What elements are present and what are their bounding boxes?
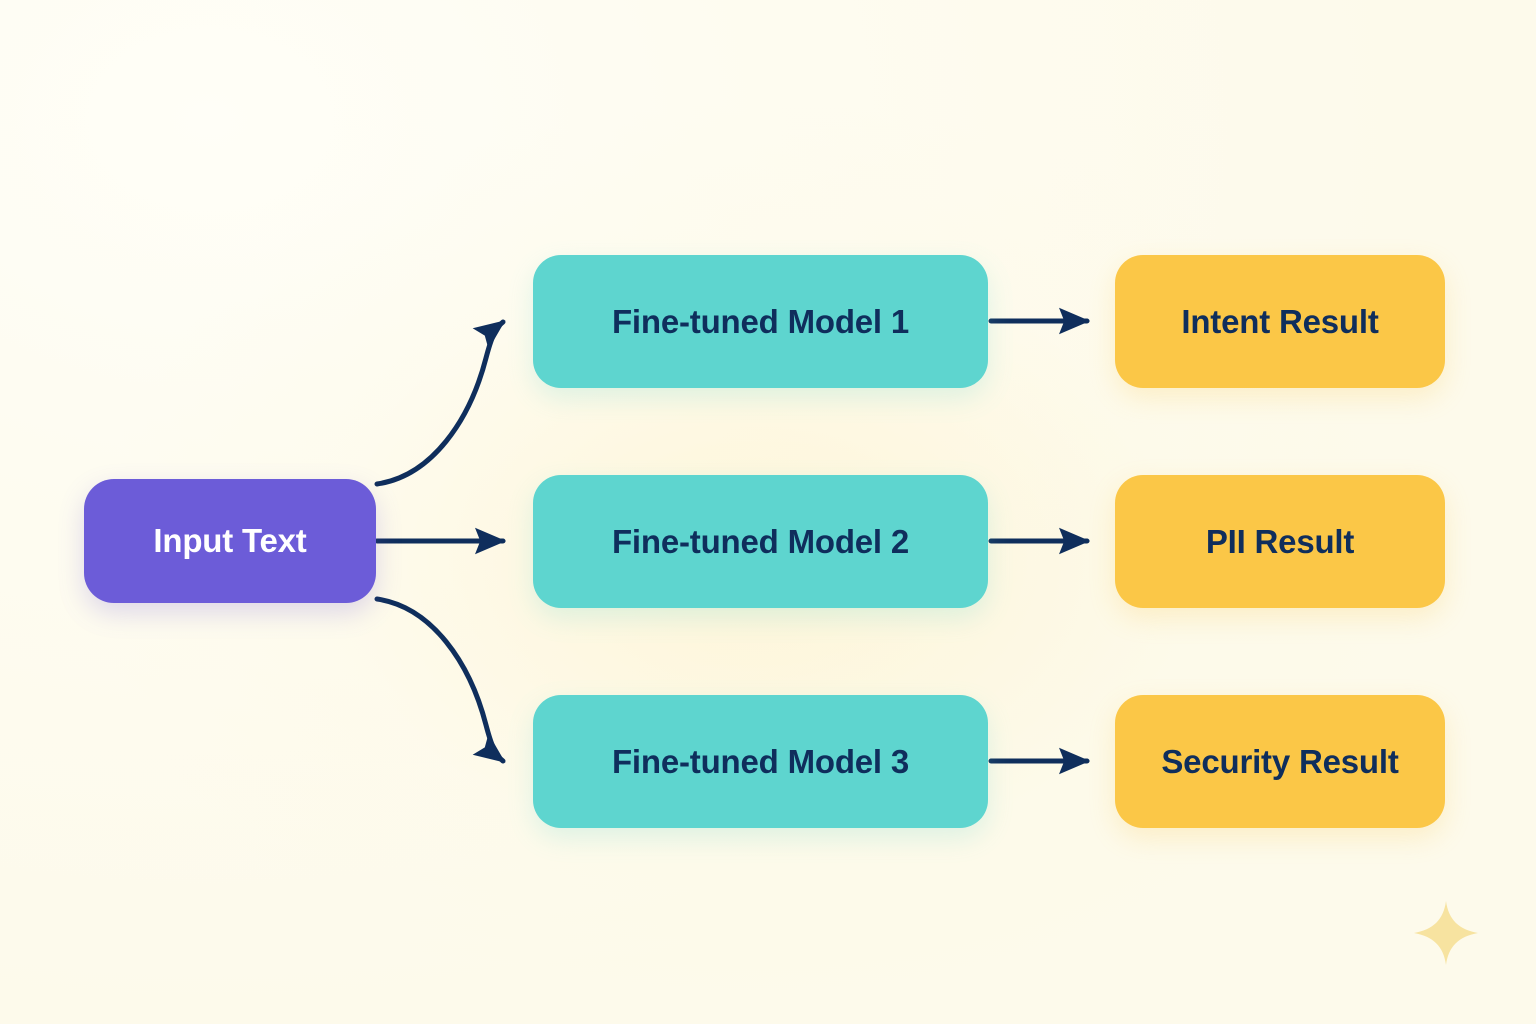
node-input-text-label: Input Text: [153, 522, 307, 559]
node-input-text[interactable]: Input Text: [84, 479, 376, 603]
node-intent-result-label: Intent Result: [1181, 302, 1379, 340]
node-pii-result-label: PII Result: [1205, 522, 1355, 560]
node-intent-result[interactable]: Intent Result: [1115, 255, 1445, 388]
edge-input-to-model-3: [374, 596, 506, 764]
node-security-result[interactable]: Security Result: [1115, 695, 1445, 828]
node-fine-tuned-model-2[interactable]: Fine-tuned Model 2: [533, 475, 988, 608]
node-fine-tuned-model-1-label: Fine-tuned Model 1: [611, 302, 910, 340]
node-pii-result[interactable]: PII Result: [1115, 475, 1445, 608]
sparkle-icon: [1414, 901, 1478, 965]
node-fine-tuned-model-3[interactable]: Fine-tuned Model 3: [533, 695, 988, 828]
node-fine-tuned-model-1[interactable]: Fine-tuned Model 1: [533, 255, 988, 388]
node-security-result-label: Security Result: [1161, 742, 1399, 780]
edge-input-to-model-1: [374, 319, 506, 487]
node-fine-tuned-model-2-label: Fine-tuned Model 2: [611, 522, 910, 560]
node-fine-tuned-model-3-label: Fine-tuned Model 3: [611, 742, 910, 780]
